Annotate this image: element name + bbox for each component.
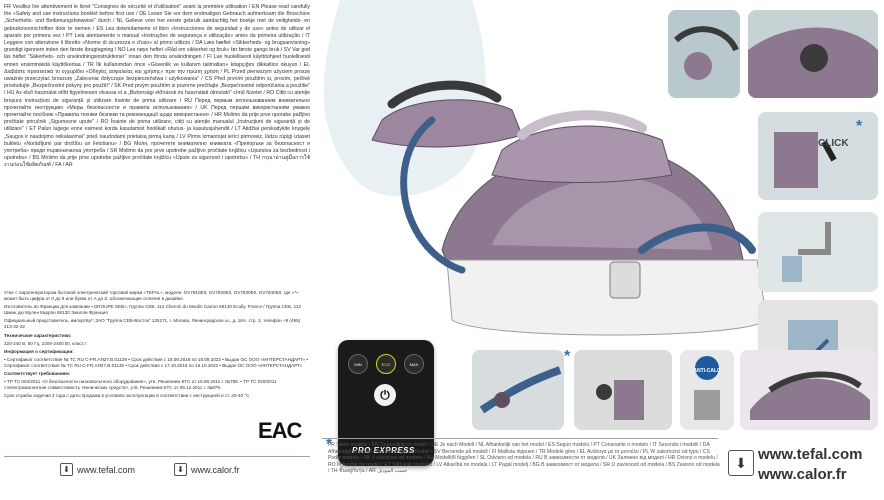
calor-url-block: ⬇ www.calor.fr (174, 463, 240, 476)
rus-tech-heading: Технические характеристики: (4, 332, 72, 338)
photo-descaling (574, 350, 672, 430)
eco-button[interactable]: ECO (376, 354, 396, 374)
russian-certification-info: Утюг с парогенератором бытовой электриче… (4, 290, 310, 452)
steam-generator-illustration (323, 0, 768, 336)
control-panel: MIN ECO MAX ⏻ PRO EXPRESS (338, 340, 434, 466)
photo-iron-storage (740, 350, 878, 430)
rus-cert-details: • Сертификат соответствия № ТС RU C-FR.А… (4, 356, 309, 368)
rus-importer: Официальный представитель, импортёр*: ЗА… (4, 318, 301, 330)
calor-url-small[interactable]: www.calor.fr (191, 464, 240, 475)
panel-brand-label: PRO EXPRESS (352, 446, 415, 455)
rus-manufacturer: Изготовитель во Франции для компании «GR… (4, 304, 301, 316)
photo-tank-lid (748, 10, 878, 98)
rus-compliance-heading: Соответствует требованиям: (4, 371, 71, 377)
max-button[interactable]: MAX (404, 354, 424, 374)
rus-compliance-details: • ТР ТС 004/2011 «О безопасности низково… (4, 379, 277, 391)
photo-hose-connector (472, 350, 564, 430)
tefal-url-block: ⬇ www.tefal.com (60, 463, 135, 476)
min-button[interactable]: MIN (348, 354, 368, 374)
tefal-url-small[interactable]: www.tefal.com (77, 464, 136, 475)
power-button[interactable]: ⏻ (374, 384, 396, 406)
photo-click-lock (758, 112, 878, 200)
rus-cert-heading: Информация о сертификации: (4, 348, 74, 354)
rus-tech-specs: 220-240 В, 50 Гц, 2200-2400 Вт, класс I (4, 340, 87, 346)
download-icon: ⬇ (728, 450, 754, 476)
photo-anti-calc (680, 350, 734, 430)
photo-water-fill (668, 10, 740, 98)
model-dependent-star-icon: * (326, 436, 333, 453)
model-dependent-note: FR Selon modèle / EN Depending on model … (328, 442, 720, 475)
rus-product-description: Утюг с парогенератором бытовой электриче… (4, 290, 299, 302)
click-label: CLICK (818, 138, 849, 149)
photo-faucet (758, 212, 878, 292)
model-dependent-star-icon: * (564, 348, 571, 365)
download-icon: ⬇ (60, 463, 73, 476)
safety-instructions-text: FR Veuillez lire attentivement le livret… (4, 4, 310, 169)
rus-service-life: Срок службы изделия 2 года с даты продаж… (4, 393, 250, 399)
calor-url-large[interactable]: www.calor.fr (758, 466, 847, 483)
tefal-url-large[interactable]: www.tefal.com (758, 446, 863, 463)
model-dependent-star-icon: * (856, 118, 863, 135)
bottom-left-divider (4, 456, 310, 457)
bottom-right-divider (322, 438, 718, 439)
eac-mark: EAC (258, 418, 302, 443)
download-icon: ⬇ (174, 463, 187, 476)
anti-calc-label: ANTI-CALC (693, 368, 721, 374)
